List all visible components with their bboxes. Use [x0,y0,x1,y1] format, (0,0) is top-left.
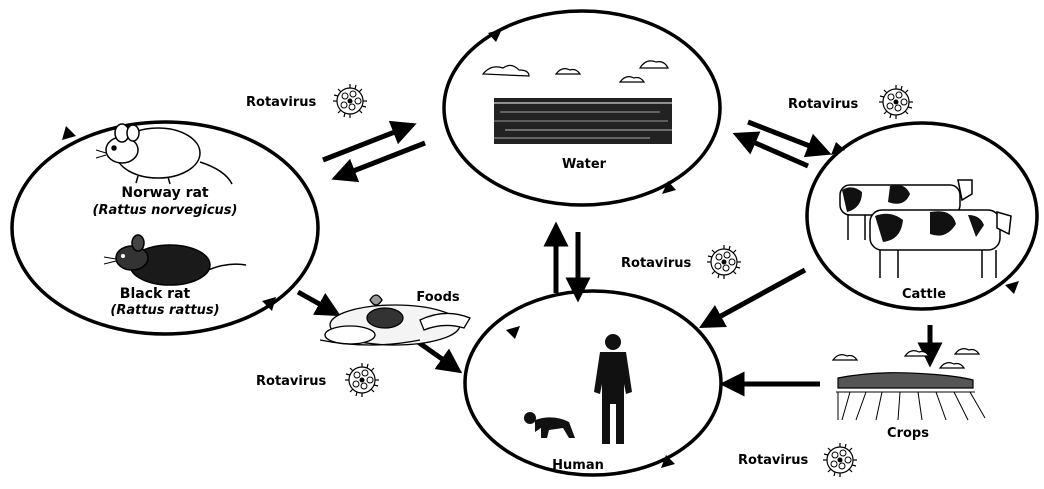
norway-rat-label: Norway rat [121,186,208,201]
rotavirus-label-water-cattle: Rotavirus [788,97,858,112]
foods-label: Foods [416,290,459,305]
adult-figure-body [594,352,632,444]
virus-icon [879,85,913,119]
water-label: Water [562,157,606,172]
crawling-baby [524,412,575,438]
water-illustration [483,61,672,144]
arrow-rats-to-foods [298,292,330,310]
virus-icon [345,363,379,397]
black-rat-illustration [104,235,246,285]
human-illustration [524,334,632,444]
crops-illustration [833,349,985,420]
cattle-label: Cattle [902,287,946,302]
human-label: Human [552,458,604,473]
rotavirus-label-water-human: Rotavirus [621,256,691,271]
norway-rat-illustration [96,124,232,184]
arrow-foods-to-human [418,342,452,366]
rotavirus-label-rats-water: Rotavirus [246,95,316,110]
black-rat-scientific-name: (Rattus rattus) [110,303,219,318]
rotavirus-label-foods-human: Rotavirus [256,374,326,389]
virus-icon [707,245,741,279]
cattle-illustration [840,180,1011,278]
human-node-circle [465,291,721,475]
crops-label: Crops [887,426,929,441]
black-rat-label: Black rat [120,287,190,302]
virus-icon [823,443,857,477]
virus-icon [333,84,367,118]
rotavirus-label-crops-human: Rotavirus [738,453,808,468]
adult-figure-head [605,334,621,350]
norway-rat-scientific-name: (Rattus norvegicus) [93,203,238,218]
